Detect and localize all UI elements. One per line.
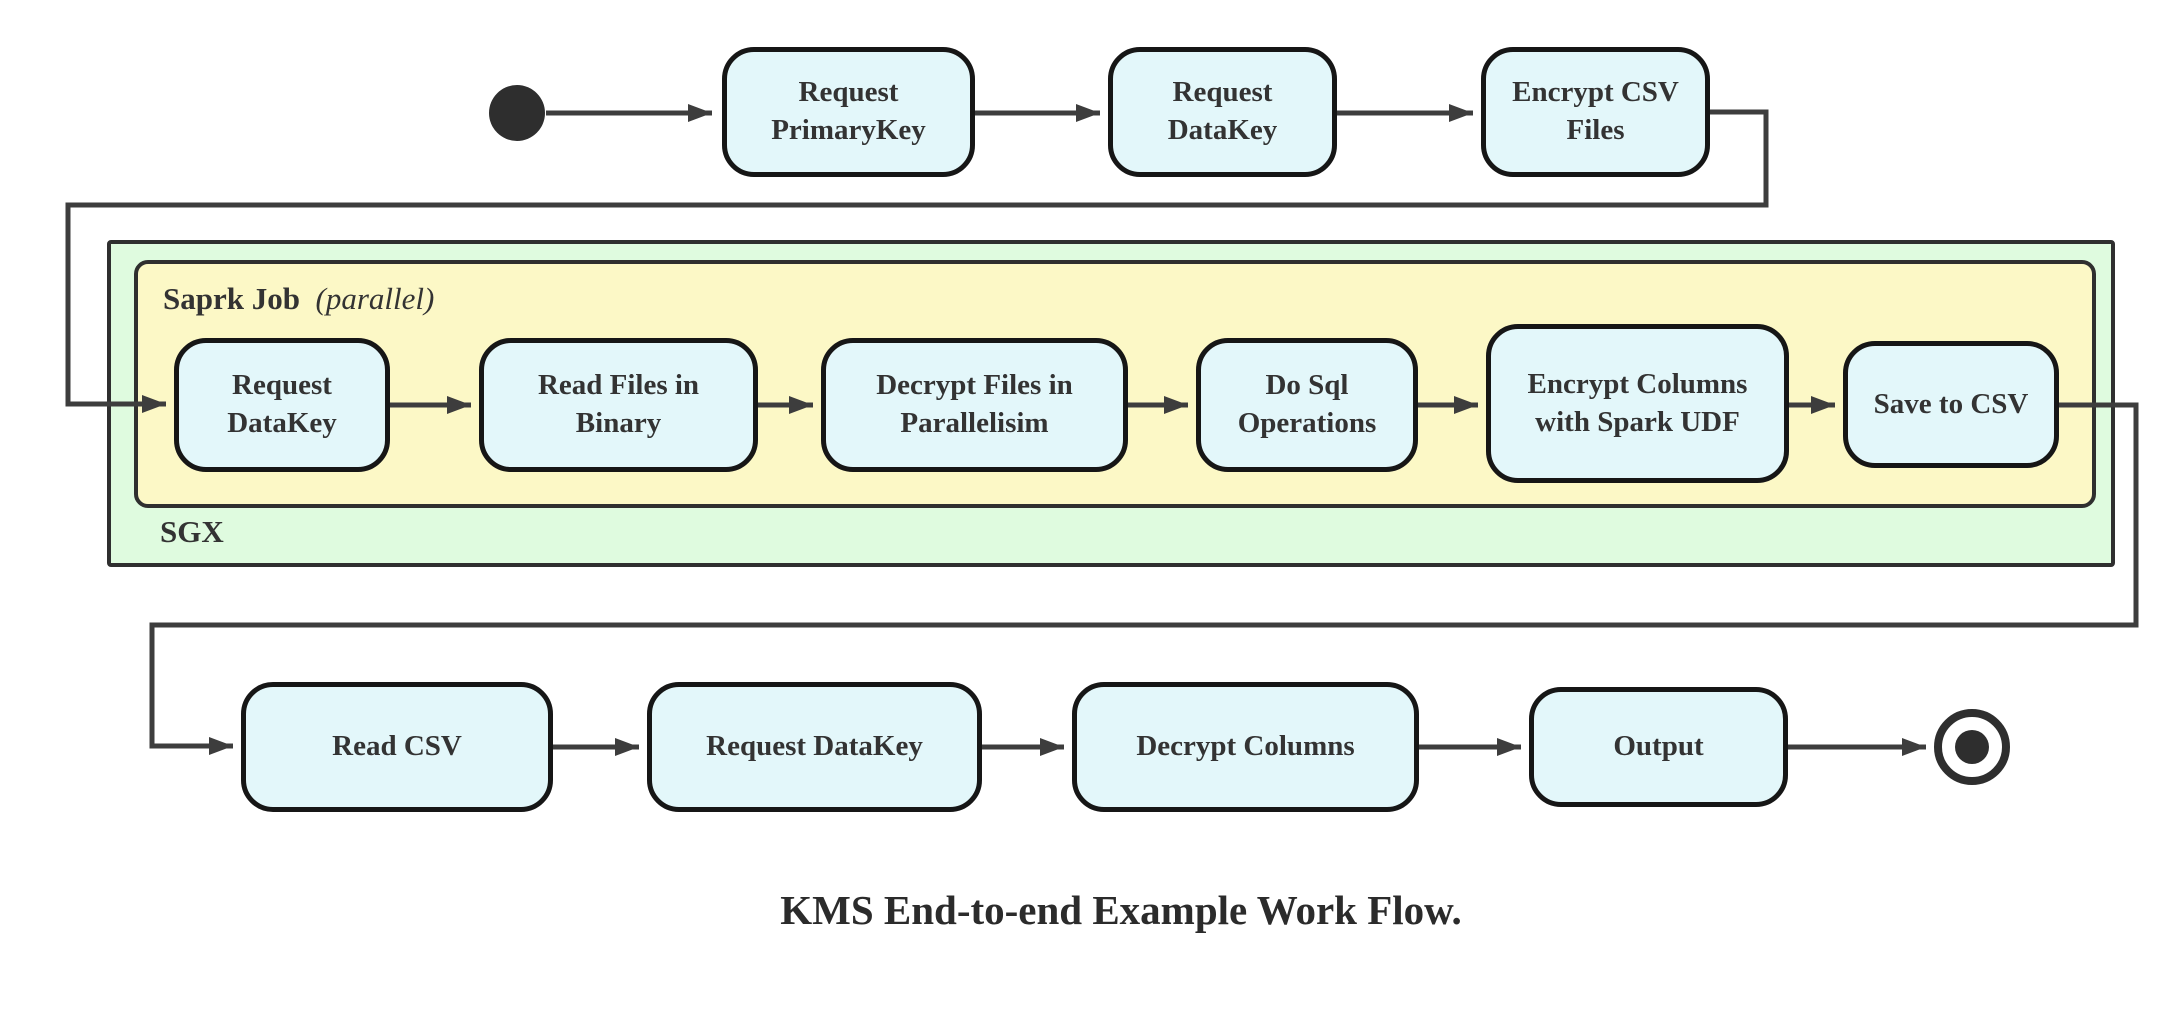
- start-node-icon: [489, 85, 545, 141]
- spark-job-label-italic: (parallel): [307, 281, 435, 316]
- node-label: Decrypt Files in Parallelisim: [876, 369, 1073, 439]
- node-label: Read CSV: [332, 730, 462, 763]
- node-label: Encrypt Columns with Spark UDF: [1527, 367, 1748, 438]
- node-label: Request DataKey: [1167, 76, 1278, 146]
- node-do-sql-operations: Do Sql Operations: [1196, 338, 1418, 472]
- node-read-files-in-binary: Read Files in Binary: [479, 338, 758, 472]
- sgx-label: SGX: [160, 514, 224, 549]
- diagram-caption: KMS End-to-end Example Work Flow.: [780, 887, 1462, 933]
- node-save-to-csv: Save to CSV: [1843, 341, 2059, 468]
- node-request-datakey-bottom: Request DataKey: [647, 682, 982, 812]
- edge-encrypt-csv-to-sgx-request-datakey: [65, 109, 1769, 413]
- node-label: Encrypt CSV Files: [1512, 76, 1679, 146]
- node-label: Do Sql Operations: [1237, 369, 1377, 439]
- node-encrypt-columns-with-spark-udf: Encrypt Columns with Spark UDF: [1486, 324, 1789, 483]
- node-label: Output: [1613, 730, 1704, 763]
- spark-job-label-bold: Saprk Job: [163, 281, 300, 316]
- spark-job-parallel-text: parallel: [325, 281, 424, 316]
- node-label: Save to CSV: [1873, 387, 2029, 420]
- node-request-primarykey: Request PrimaryKey: [722, 47, 975, 177]
- node-encrypt-csv-files: Encrypt CSV Files: [1481, 47, 1710, 177]
- end-node-dot: [1955, 730, 1989, 764]
- node-decrypt-columns: Decrypt Columns: [1072, 682, 1419, 812]
- edge-save-csv-to-read-csv: [149, 402, 2139, 755]
- spark-job-label: Saprk Job (parallel): [163, 281, 434, 317]
- node-decrypt-files-in-parallelisim: Decrypt Files in Parallelisim: [821, 338, 1128, 472]
- node-label: Request PrimaryKey: [771, 76, 926, 146]
- node-output: Output: [1529, 687, 1788, 807]
- end-node-icon: [1934, 709, 2010, 785]
- node-label: Decrypt Columns: [1136, 730, 1355, 763]
- node-read-csv: Read CSV: [241, 682, 553, 812]
- node-label: Read Files in Binary: [537, 369, 700, 439]
- node-request-datakey-sgx: Request DataKey: [174, 338, 390, 472]
- node-request-datakey-top: Request DataKey: [1108, 47, 1337, 177]
- node-label: Request DataKey: [706, 730, 923, 763]
- node-label: Request DataKey: [227, 369, 337, 439]
